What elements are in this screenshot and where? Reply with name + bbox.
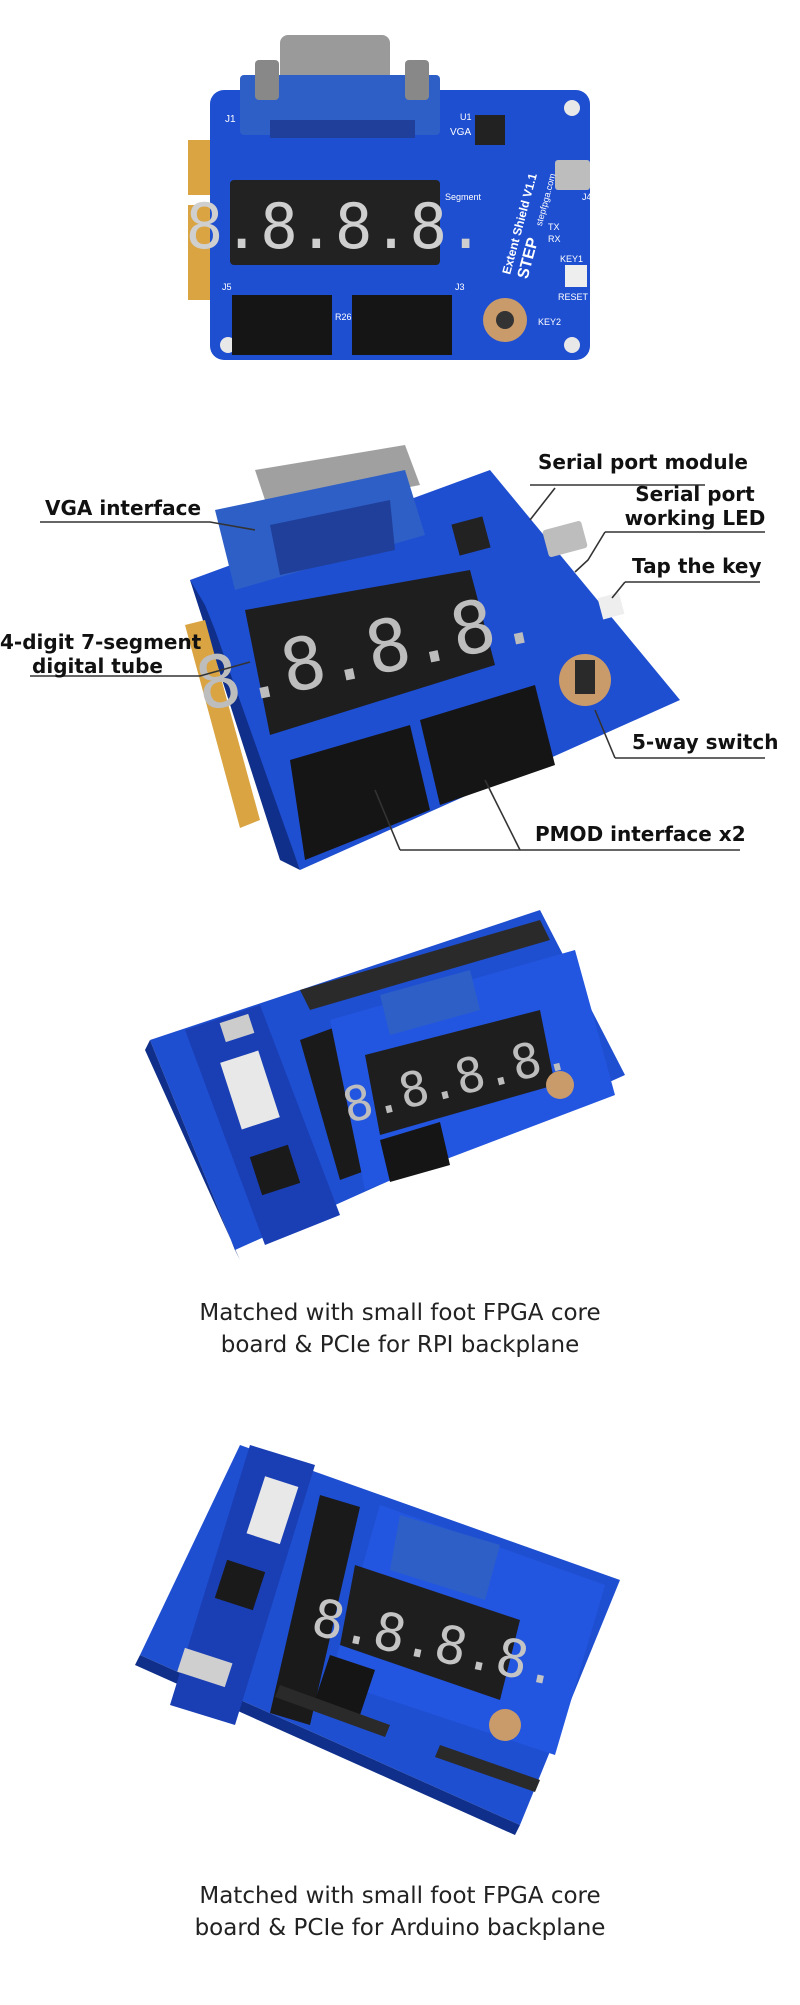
silk-u1: U1 bbox=[460, 112, 472, 122]
extent-shield-mounted: 8.8.8.8. bbox=[330, 950, 615, 1190]
fpga-core-board bbox=[185, 1005, 340, 1245]
leader-pmod-1 bbox=[374, 789, 401, 851]
board-top-illustration: VGA J1 U1 J4 8.8.8.8. Segment Extent Shi… bbox=[186, 35, 592, 360]
silk-key1: KEY1 bbox=[560, 254, 583, 264]
rpi-caption: Matched with small foot FPGA core board … bbox=[0, 1297, 800, 1361]
edge-connector bbox=[188, 140, 213, 300]
silk-key2: KEY2 bbox=[538, 317, 561, 327]
leader-serial-module bbox=[529, 487, 556, 521]
silk-vga: VGA bbox=[450, 127, 471, 138]
rpi-caption-line2: board & PCIe for RPI backplane bbox=[220, 1332, 580, 1358]
leader-pmod-2 bbox=[484, 779, 521, 851]
vga-connector-angled bbox=[215, 445, 425, 590]
silk-reset: RESET bbox=[558, 292, 589, 302]
callout-vga-interface: VGA interface bbox=[45, 496, 202, 520]
callout-leader-lines bbox=[30, 484, 765, 851]
callout-digit-tube-line1: 4-digit 7-segment bbox=[0, 630, 202, 654]
pmod-headers bbox=[232, 295, 452, 355]
leader-tap-key bbox=[611, 581, 626, 599]
tap-key bbox=[597, 592, 625, 620]
leader-serial-led bbox=[574, 531, 606, 573]
u1-chip bbox=[475, 115, 505, 145]
leader-digit-tube bbox=[30, 661, 251, 677]
seven-segment-display: 8.8.8.8. bbox=[186, 180, 485, 265]
silk-j4: J4 bbox=[582, 192, 592, 202]
rpi-caption-line1: Matched with small foot FPGA core bbox=[199, 1300, 601, 1326]
arduino-caption: Matched with small foot FPGA core board … bbox=[0, 1880, 800, 1944]
fpga-core-board-2 bbox=[170, 1445, 315, 1725]
callout-serial-port-module: Serial port module bbox=[538, 450, 748, 474]
silk-j5: J5 bbox=[222, 282, 232, 292]
pcie-slot-2 bbox=[270, 1495, 360, 1725]
callout-digit-tube: 4-digit 7-segment digital tube bbox=[0, 630, 202, 678]
vga-connector bbox=[240, 35, 440, 138]
silk-segment: Segment bbox=[445, 192, 482, 202]
reset-button bbox=[565, 265, 587, 287]
usb-port-angled bbox=[542, 520, 588, 558]
board-top-photo: VGA J1 U1 J4 8.8.8.8. Segment Extent Shi… bbox=[0, 20, 800, 360]
leader-vga bbox=[40, 521, 256, 531]
callout-serial-led-line2: working LED bbox=[624, 506, 766, 530]
arduino-combo-illustration: 8.8.8.8. bbox=[135, 1445, 620, 1835]
edge-connector-angled bbox=[185, 620, 260, 828]
arduino-backplane-photo: 8.8.8.8. bbox=[0, 1425, 800, 1845]
callout-pmod-interface: PMOD interface x2 bbox=[535, 822, 746, 846]
leader-five-way bbox=[594, 709, 616, 759]
silk-j1: J1 bbox=[225, 114, 236, 125]
silk-j3: J3 bbox=[455, 282, 465, 292]
seven-segment-display-angled: 8.8.8.8. bbox=[188, 570, 545, 735]
pmod-headers-angled bbox=[290, 685, 555, 860]
callout-five-way-switch: 5-way switch bbox=[632, 730, 779, 754]
usb-port bbox=[555, 160, 590, 190]
rpi-backplane-photo: 8.8.8.8. bbox=[0, 910, 800, 1290]
extent-shield-mounted-2: 8.8.8.8. bbox=[307, 1505, 605, 1755]
callout-digit-tube-line2: digital tube bbox=[32, 654, 163, 678]
rpi-combo-illustration: 8.8.8.8. bbox=[145, 910, 625, 1260]
board-angled-illustration: 8.8.8.8. bbox=[30, 445, 765, 870]
arduino-caption-line2: board & PCIe for Arduino backplane bbox=[194, 1915, 606, 1941]
callout-tap-key: Tap the key bbox=[632, 554, 762, 578]
silk-tx: TX bbox=[548, 222, 560, 232]
callout-serial-led-line1: Serial port bbox=[635, 482, 755, 506]
arduino-caption-line1: Matched with small foot FPGA core bbox=[199, 1883, 601, 1909]
silk-r26: R26 bbox=[335, 312, 352, 322]
board-annotated-diagram: 8.8.8.8. Seri bbox=[0, 430, 800, 890]
silk-rx: RX bbox=[548, 234, 561, 244]
display-digits: 8.8.8.8. bbox=[186, 190, 485, 263]
callout-serial-port-led: Serial port working LED bbox=[620, 482, 770, 530]
